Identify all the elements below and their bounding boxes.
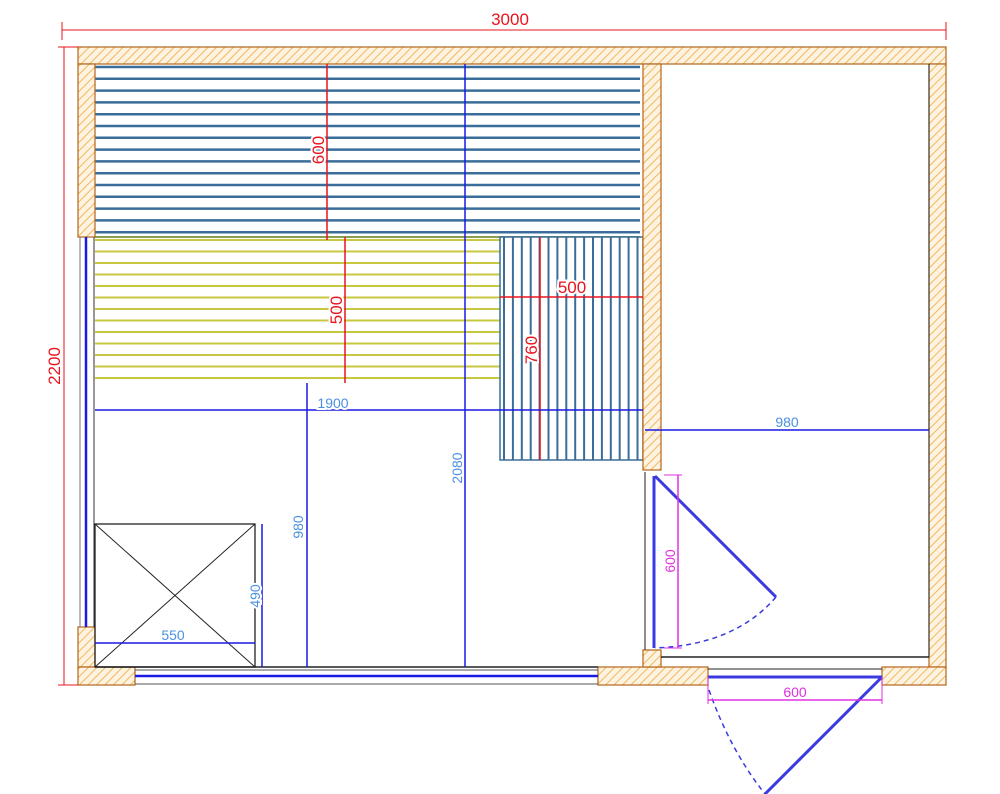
dim-upper-bench-depth: 600 <box>309 136 328 164</box>
fixtures <box>94 472 884 794</box>
dim-stove-width: 550 <box>161 627 185 643</box>
dim-side-bench-length: 760 <box>522 336 541 364</box>
wall-top <box>77 46 947 65</box>
outer-door-leaf <box>763 675 884 794</box>
dim-side-bench-width: 500 <box>558 278 586 297</box>
partition-upper <box>642 63 662 471</box>
wall-right <box>928 63 947 668</box>
outer-door-swing-arc <box>708 689 766 794</box>
dim-sauna-room-width: 1900 <box>317 395 348 411</box>
inner-door-swing-arc <box>654 596 777 649</box>
wall-left-upper <box>77 63 96 238</box>
dim-free-floor-depth: 980 <box>290 515 306 539</box>
wall-bottom-middle <box>597 666 709 686</box>
dim-overall-height: 2200 <box>45 347 64 385</box>
dim-outer-door-width: 600 <box>783 684 807 700</box>
dimension-lines <box>58 22 947 704</box>
benches <box>95 64 644 461</box>
dimension-labels: 3000 2200 600 500 500 760 1900 980 2080 … <box>43 8 809 702</box>
dim-lower-bench-depth: 500 <box>327 296 346 324</box>
dim-inner-door-width: 600 <box>662 549 678 573</box>
dim-stove-depth: 490 <box>247 584 263 608</box>
stove <box>94 523 256 668</box>
dim-washroom-width: 980 <box>775 414 799 430</box>
wall-left-lower <box>77 626 96 668</box>
inner-door-leaf <box>653 474 778 599</box>
dim-overall-width: 3000 <box>491 10 529 29</box>
partition-lower <box>642 649 662 668</box>
wall-bottom-right <box>881 666 947 686</box>
wall-bottom-left <box>77 666 136 686</box>
dim-sauna-room-height: 2080 <box>449 452 465 483</box>
walls <box>77 46 947 686</box>
